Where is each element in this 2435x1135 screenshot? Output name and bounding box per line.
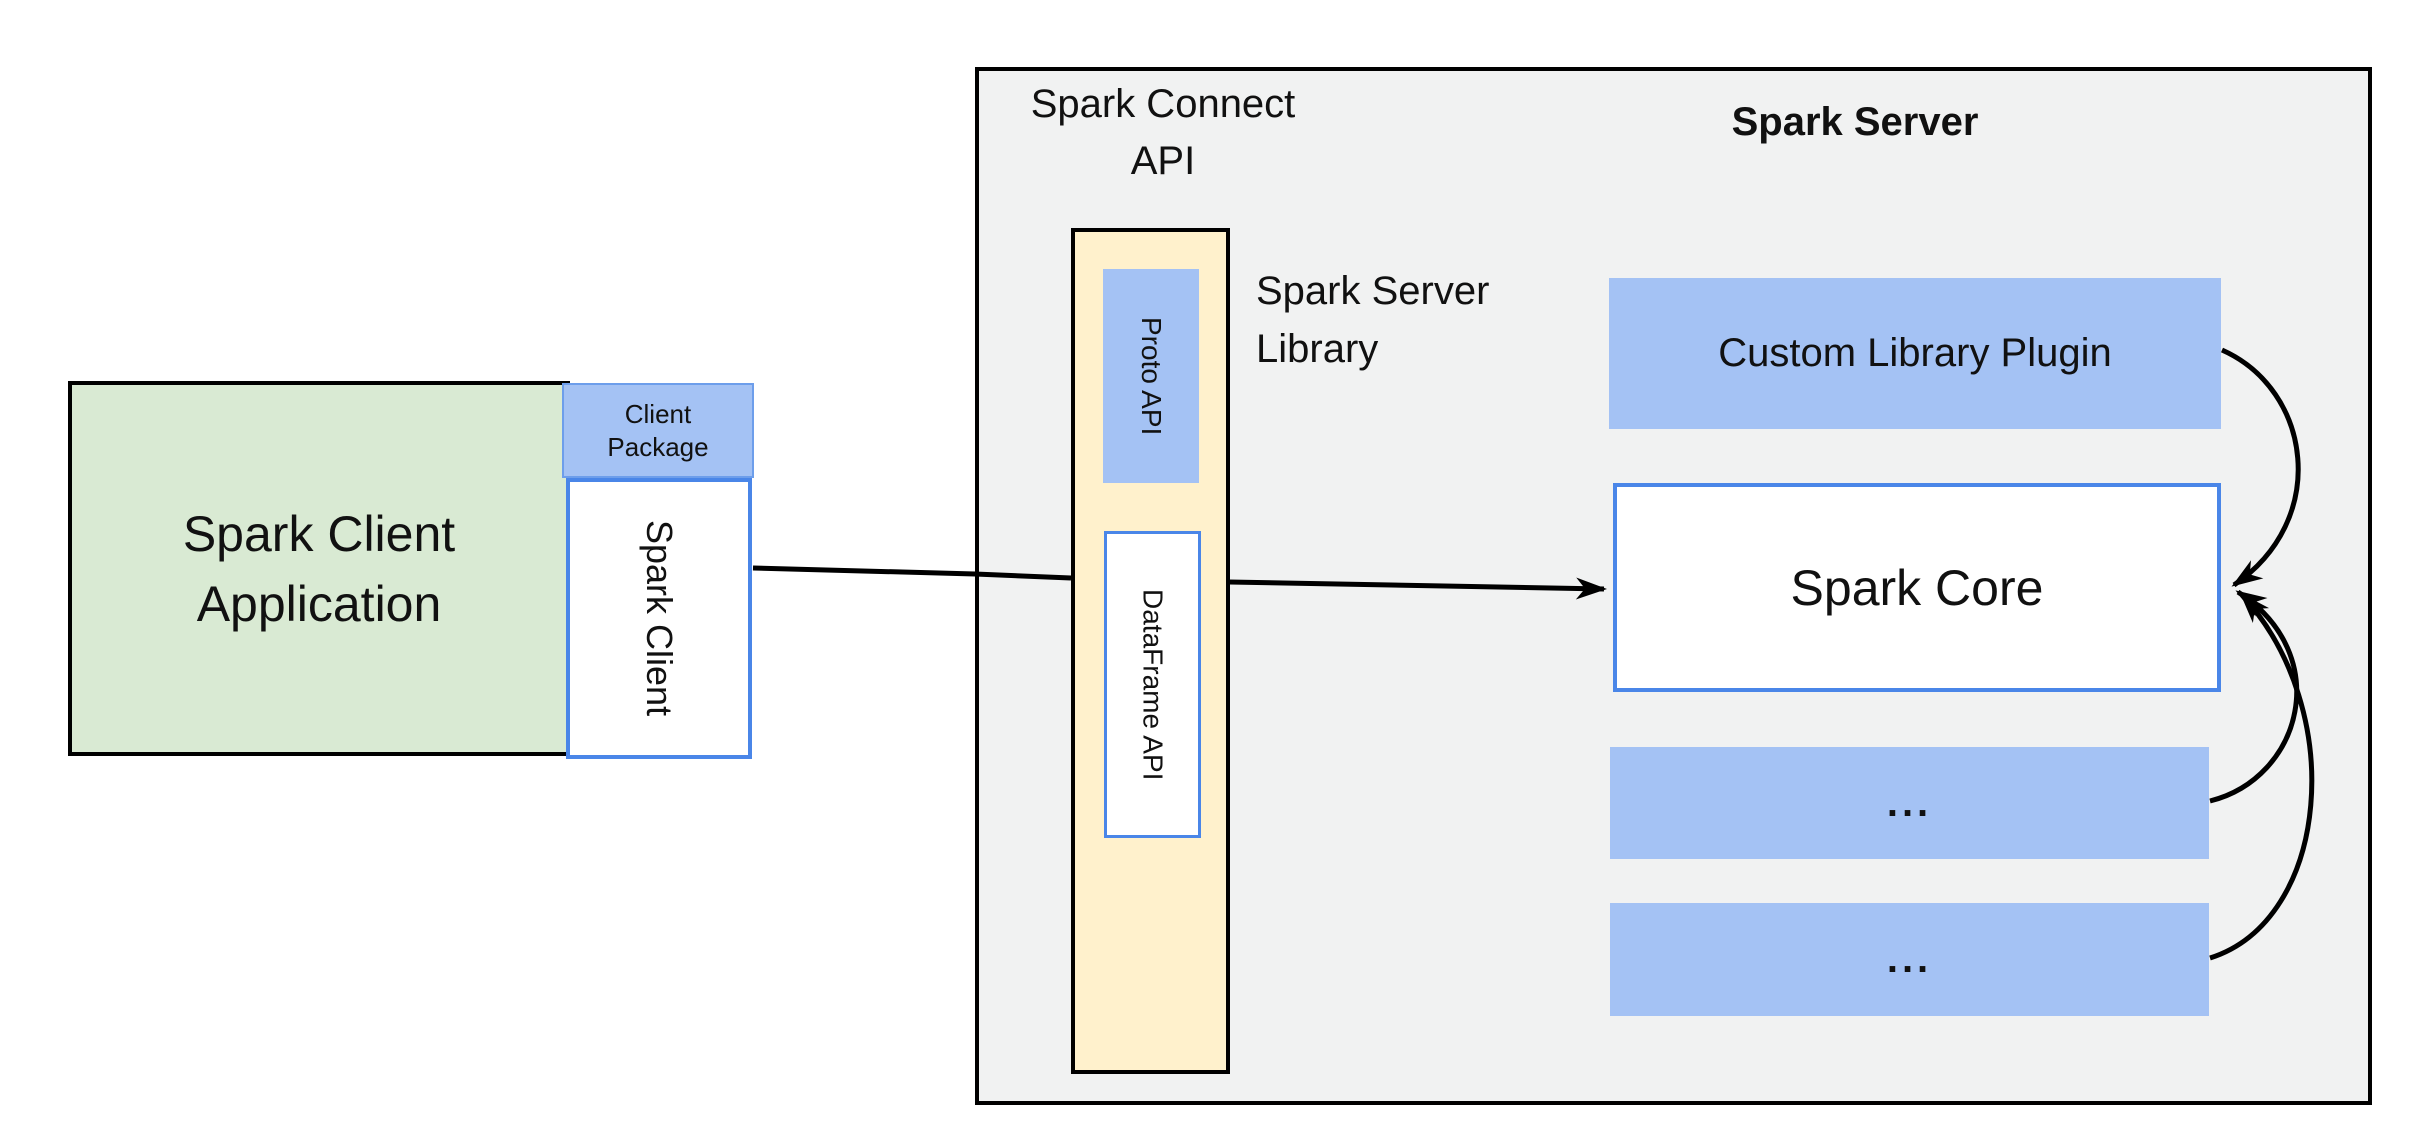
custom-library-plugin-box: Custom Library Plugin [1609,278,2221,429]
spark-server-library-label: Spark Server Library [1256,262,1636,378]
dataframe-api-label: DataFrame API [1137,588,1169,781]
dataframe-api-box: DataFrame API [1104,531,1201,838]
custom-library-plugin-label: Custom Library Plugin [1718,331,2112,375]
plugin-placeholder-box-2: ... [1610,903,2209,1016]
spark-connect-api-title: Spark Connect API [988,76,1338,190]
spark-connect-api-title-line1: Spark Connect [1030,82,1296,126]
spark-core-box: Spark Core [1613,483,2221,692]
proto-api-box: Proto API [1103,269,1199,483]
spark-client-library-label: Spark Client [639,520,680,717]
spark-server-library-label-line2: Library [1256,327,1379,371]
plugin-placeholder-box-1: ... [1610,747,2209,859]
spark-server-title: Spark Server [1731,100,1979,144]
spark-client-library-box: Spark Client [566,478,752,759]
spark-connect-api-title-line2: API [1130,139,1196,183]
plugin-placeholder-2-label: ... [1886,937,1933,981]
spark-client-application-label-line1: Spark Client [182,505,456,562]
proto-api-label: Proto API [1136,316,1167,436]
client-package-label-line2: Package [607,431,709,462]
client-package-box: Client Package [562,383,754,478]
spark-client-application-box: Spark Client Application [68,381,570,756]
plugin-placeholder-1-label: ... [1886,780,1933,825]
spark-server-library-label-line1: Spark Server [1256,269,1490,313]
spark-core-label: Spark Core [1790,559,2044,616]
spark-client-application-label-line2: Application [196,575,442,632]
client-package-label-line1: Client [624,398,692,429]
